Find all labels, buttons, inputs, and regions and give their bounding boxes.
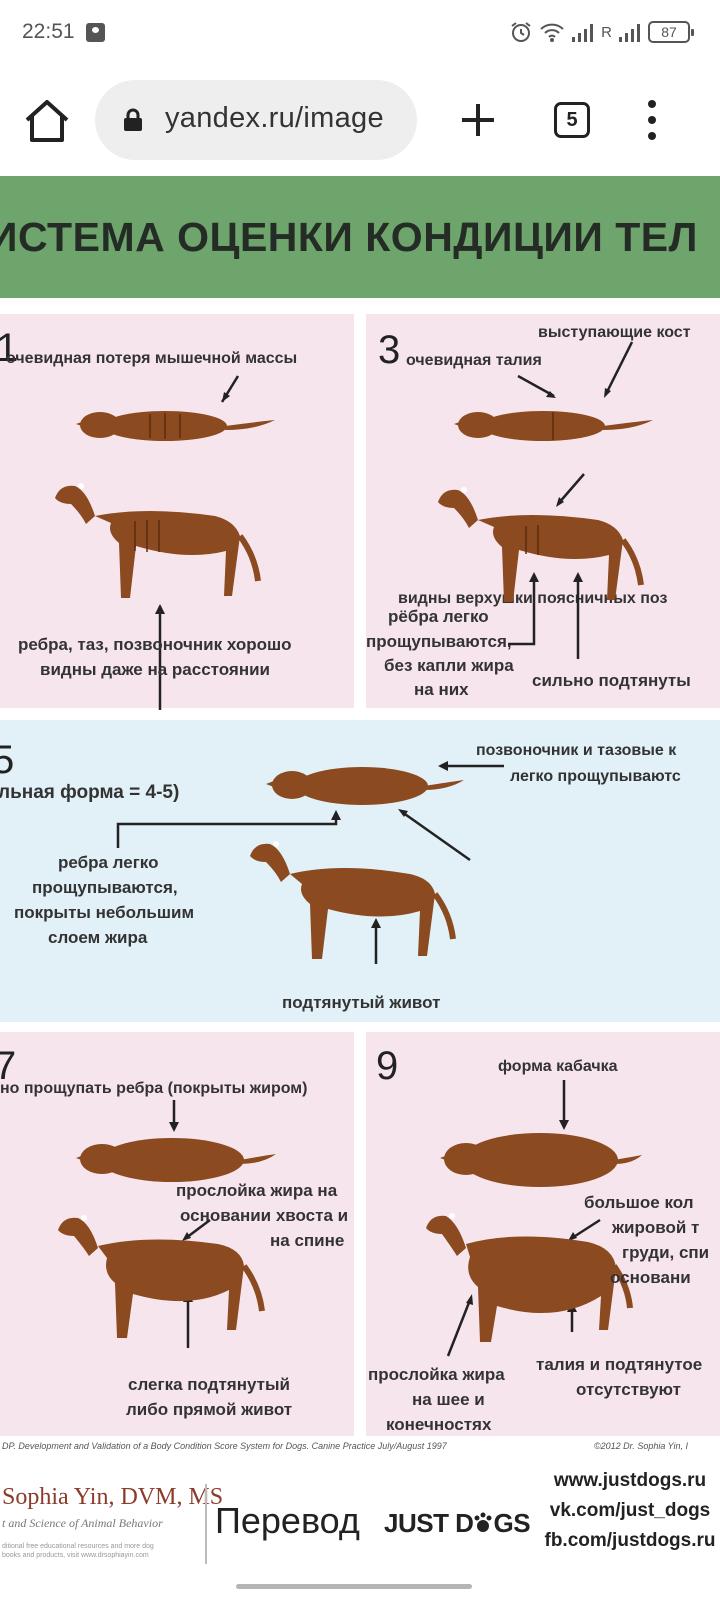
status-icons: R 87: [509, 20, 694, 44]
copyright: ©2012 Dr. Sophia Yin, I: [594, 1441, 689, 1451]
more-menu-icon[interactable]: [640, 100, 664, 140]
arrow: [155, 375, 240, 710]
wifi-icon: [540, 23, 564, 42]
tab-switcher-button[interactable]: 5: [554, 102, 590, 138]
label-neck-fat-2: на шее и: [412, 1390, 485, 1409]
translation-label: Перевод: [215, 1500, 360, 1541]
score-number: 5: [0, 738, 15, 782]
score-number: 7: [0, 1044, 17, 1088]
arrow: [116, 761, 504, 964]
label-protruding-bones: выступающие кост: [538, 324, 691, 341]
label-fat-tail-2: основании хвоста и: [180, 1206, 349, 1225]
label-zucchini-shape: форма кабачка: [498, 1058, 618, 1075]
infographic-title: ИСТЕМА ОЦЕНКИ КОНДИЦИИ ТЕЛ: [0, 214, 698, 260]
title-band: ИСТЕМА ОЦЕНКИ КОНДИЦИИ ТЕЛ: [0, 176, 720, 298]
link-vk: vk.com/just_dogs: [549, 1500, 711, 1521]
dog-top-view: [76, 1138, 276, 1182]
label-ribs-covered: но прощупать ребра (покрыты жиром): [0, 1080, 308, 1097]
label-waist-absent-1: талия и подтянутое: [536, 1355, 703, 1374]
browser-toolbar: yandex.ru/image 5: [0, 66, 720, 176]
label-ribs-3: без капли жира: [384, 656, 514, 675]
address-bar[interactable]: yandex.ru/image: [95, 80, 417, 160]
label-tucked-belly: подтянутый живот: [282, 993, 441, 1012]
label-ribs-4: слоем жира: [48, 928, 148, 947]
author-fine-print: ditional free educational resources and …: [2, 1543, 154, 1559]
notification-icon: [86, 23, 105, 42]
new-tab-icon[interactable]: [458, 100, 498, 140]
panel-score-7: 7 но прощупать ребра (покрыты жиром) про…: [0, 1032, 354, 1436]
link-fb: fb.com/justdogs.ru: [544, 1530, 716, 1551]
label-fat-tail-3: на спине: [270, 1231, 345, 1250]
label-ribs-visible-1: ребра, таз, позвоночник хорошо: [18, 635, 292, 654]
battery-indicator: 87: [648, 21, 694, 43]
dog-top-view: [440, 1133, 642, 1187]
lock-icon: [124, 108, 142, 131]
label-belly-1: слегка подтянутый: [128, 1375, 290, 1394]
dog-side-view: [55, 483, 261, 598]
label-ribs-1: рёбра легко: [388, 607, 489, 626]
label-neck-fat-1: прослойка жира: [368, 1365, 505, 1384]
signal-icon: [572, 24, 594, 42]
panel-score-9: 9 форма кабачка большое кол жировой т гр…: [366, 1032, 720, 1436]
label-fat-deposits-3: груди, спи: [622, 1243, 710, 1262]
status-bar: 22:51 R 87: [0, 0, 720, 66]
alarm-icon: [511, 22, 531, 42]
footer-links: www.justdogs.ru vk.com/just_dogs fb.com/…: [540, 1466, 720, 1556]
home-icon[interactable]: [22, 98, 72, 144]
label-spine-2: легко прощупываютс: [510, 768, 681, 785]
author-name: Sophia Yin, DVM, MS: [2, 1484, 224, 1510]
label-ribs-2: прощупываются,: [366, 632, 512, 651]
paw-icon: [474, 1512, 492, 1532]
label-fat-deposits-1: большое кол: [584, 1193, 694, 1212]
page-content[interactable]: ИСТЕМА ОЦЕНКИ КОНДИЦИИ ТЕЛ 1 очевидная п…: [0, 176, 720, 1600]
label-ideal-shape: льная форма = 4-5): [0, 782, 180, 803]
footer-divider: [205, 1484, 207, 1564]
url-text: yandex.ru/image: [165, 102, 384, 134]
panel-score-3: 3 выступающие кост очевидная талия видны…: [366, 314, 720, 708]
status-time: 22:51: [22, 20, 75, 43]
dog-side-view: [58, 1215, 265, 1338]
reference-citation: DP. Development and Validation of a Body…: [2, 1441, 447, 1451]
label-fat-deposits-2: жировой т: [612, 1218, 700, 1237]
label-ribs-2: прощупываются,: [32, 878, 178, 897]
label-ribs-1: ребра легко: [58, 853, 159, 872]
dog-top-view: [266, 767, 464, 805]
label-fat-tail-1: прослойка жира на: [176, 1181, 338, 1200]
label-ribs-visible-2: видны даже на расстоянии: [40, 660, 270, 679]
label-ribs-4: на них: [414, 680, 469, 699]
label-belly-2: либо прямой живот: [126, 1400, 293, 1419]
author-subtitle: t and Science of Animal Behavior: [2, 1516, 163, 1530]
label-lumbar-vertebrae: видны верхушки поясничных поз: [398, 590, 668, 607]
label-obvious-waist: очевидная талия: [406, 352, 542, 369]
dog-side-view: [438, 487, 644, 602]
label-muscle-loss: очевидная потеря мышечной массы: [6, 350, 298, 367]
label-waist-absent-2: отсутствуют: [576, 1380, 681, 1399]
reference-line: DP. Development and Validation of a Body…: [0, 1438, 720, 1456]
panel-score-1: 1 очевидная потеря мышечной массы ребра,…: [0, 314, 354, 710]
label-spine-1: позвоночник и тазовые к: [476, 742, 677, 759]
score-number: 3: [378, 328, 401, 372]
panel-score-5: 5 льная форма = 4-5) позвоночник и тазов…: [0, 720, 720, 1022]
dog-top-view: [76, 411, 275, 441]
dog-side-view: [426, 1213, 633, 1342]
signal-icon-2: [619, 24, 640, 42]
dog-top-view: [454, 411, 653, 441]
score-number: 1: [0, 326, 19, 370]
label-tucked-belly: сильно подтянуты: [532, 671, 691, 690]
label-neck-fat-3: конечностях: [386, 1415, 492, 1434]
dog-side-view: [250, 841, 456, 959]
arrow: [508, 341, 634, 659]
gesture-bar[interactable]: [236, 1584, 472, 1589]
link-website: www.justdogs.ru: [553, 1470, 707, 1491]
infographic-footer: Sophia Yin, DVM, MS t and Science of Ani…: [0, 1456, 720, 1600]
label-ribs-3: покрыты небольшим: [14, 903, 195, 922]
roaming-label: R: [601, 23, 612, 41]
score-number: 9: [376, 1044, 399, 1088]
label-fat-deposits-4: основани: [610, 1268, 691, 1287]
